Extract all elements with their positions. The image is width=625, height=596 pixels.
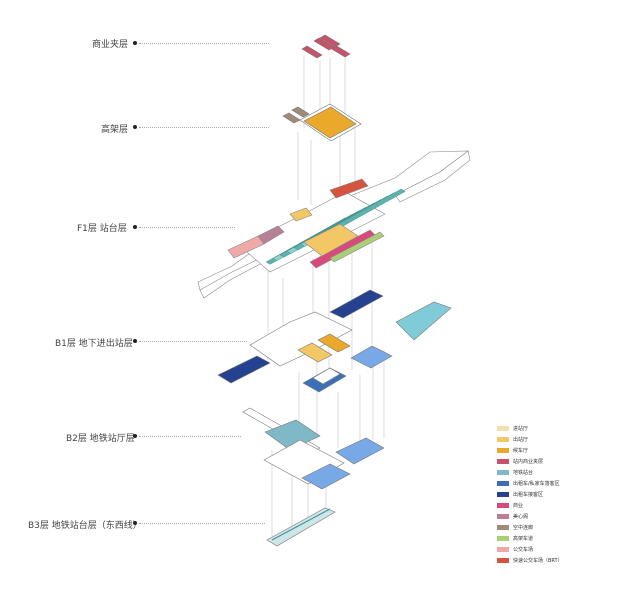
level-guide-mezzanine [139,43,269,44]
legend-swatch [497,470,509,475]
f1-pink-block [257,225,285,245]
legend-item: 出租车接客区 [497,489,607,500]
b1-white-corridor [312,367,341,385]
level-mezzanine-floor [301,34,351,59]
legend-item: 空中连廊 [497,522,607,533]
legend-swatch [497,492,509,497]
level-guide-f1 [139,227,235,228]
level-text-f1: F1层 站台层 [77,224,127,234]
legend-label: 快速公交车场（BRT） [513,558,563,564]
mezzanine-bar-4 [319,34,341,48]
legend-label: 站内商业夹层 [513,459,544,465]
legend-label: 出站厅 [513,437,529,443]
legend-item: 高架车道 [497,533,607,544]
level-text-elevated: 高架层 [101,125,129,135]
level-marker-mezzanine [133,41,137,45]
b1-dropoff [350,345,393,369]
b1-entry-hall-2 [317,333,351,353]
level-f1-floor [197,150,471,299]
level-marker-b1 [133,339,137,343]
level-marker-elevated [133,125,137,129]
legend-label: 候车厅 [513,448,529,454]
level-b1-floor [217,289,452,393]
f1-brt-zone [329,178,369,199]
legend-item: 出站厅 [497,434,607,445]
legend-item: 美心阁 [497,511,607,522]
legend-label: 地铁站台 [513,470,534,476]
b2-dropoff-1 [301,463,351,490]
legend-swatch [497,448,509,453]
b3-track-line [271,508,331,541]
legend-label: 空中连廊 [513,525,534,531]
legend-item: 进站厅 [497,423,607,434]
level-text-b1: B1层 地下进出站层 [55,339,133,349]
elevated-waiting-hall [303,106,357,139]
f1-central-hall [303,223,359,257]
legend-swatch [497,459,509,464]
legend-label: 进站厅 [513,426,529,432]
level-text-mezzanine: 商业夹层 [92,40,129,50]
legend-swatch [497,514,509,519]
legend-label: 出租车接客区 [513,492,544,498]
legend-item: 候车厅 [497,445,607,456]
level-b3-floor [266,507,336,547]
legend-item: 公交车场 [497,544,607,555]
b2-metro-platform [264,419,321,451]
b2-dropoff-2 [335,437,385,465]
legend-item: 地铁站台 [497,467,607,478]
legend-item: 站内商业夹层 [497,456,607,467]
legend-label: 商业 [513,503,524,509]
legend-label: 出租车/私家车落客区 [513,481,560,487]
legend-swatch [497,503,509,508]
legend-item: 快速公交车场（BRT） [497,555,607,566]
level-marker-f1 [133,225,137,229]
legend-item: 商业 [497,500,607,511]
legend-label: 美心阁 [513,514,529,520]
legend-swatch [497,558,509,563]
elevated-walkway-2 [291,106,310,118]
level-guide-b1 [139,341,247,342]
elevated-walkway-1 [282,112,301,124]
level-marker-b2 [133,434,137,438]
legend-label: 高架车道 [513,536,534,542]
mezzanine-bar-3 [329,44,351,58]
legend: 进站厅 出站厅 候车厅 站内商业夹层 地铁站台 出租车/私家车落客区 出租车接客… [497,423,607,566]
legend-item: 出租车/私家车落客区 [497,478,607,489]
b1-main-hall [249,311,353,367]
f1-yellow-box [289,207,313,222]
level-text-b3: B3层 地铁站台层（东西线） [28,521,142,531]
b1-entry-hall-1 [297,342,333,363]
level-text-b2: B2层 地铁站厅层 [66,434,135,444]
legend-swatch [497,536,509,541]
legend-swatch [497,481,509,486]
legend-label: 公交车场 [513,547,534,553]
level-guide-elevated [139,127,269,128]
legend-swatch [497,525,509,530]
f1-east-ramp [394,150,471,203]
level-marker-b3 [133,521,137,525]
level-b2-floor [242,407,385,490]
level-guide-b3 [139,523,265,524]
level-elevated-floor [282,103,362,142]
legend-swatch [497,437,509,442]
f1-concourse [239,191,386,273]
f1-lane-strip [329,231,385,263]
mezzanine-bar-1 [301,45,323,59]
b1-plaza [395,301,452,341]
b1-taxi-pickup-west [217,355,271,384]
level-guide-b2 [139,436,241,437]
b1-taxi-pickup-east [329,289,384,319]
b3-track-platform [266,507,336,547]
legend-swatch [497,547,509,552]
legend-swatch [497,426,509,431]
